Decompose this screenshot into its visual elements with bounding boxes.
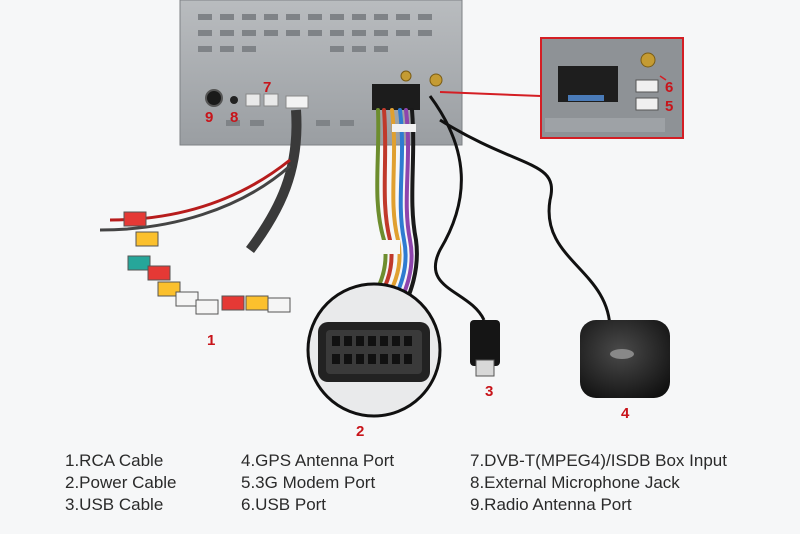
callout-8: 8 (230, 109, 239, 126)
legend-item-power-cable: 2.Power Cable (65, 473, 177, 492)
callout-1: 1 (207, 332, 216, 349)
legend-item-dvb-input: 7.DVB-T(MPEG4)/ISDB Box Input (470, 451, 727, 470)
legend-item-gps-antenna-port: 4.GPS Antenna Port (241, 451, 395, 470)
callout-4: 4 (621, 405, 630, 422)
legend-item-usb-cable: 3.USB Cable (65, 495, 164, 514)
legend-column-2: 4.GPS Antenna Port 5.3G Modem Port 6.USB… (241, 450, 394, 516)
callout-5: 5 (665, 98, 674, 115)
callout-3: 3 (485, 383, 494, 400)
gps-antenna (439, 118, 670, 398)
legend-item-radio-antenna-port: 9.Radio Antenna Port (470, 495, 632, 514)
callout-6: 6 (665, 79, 674, 96)
legend-item-3g-modem-port: 5.3G Modem Port (241, 473, 376, 492)
head-unit-chassis (179, 0, 463, 146)
radio-antenna-port (205, 89, 223, 107)
legend-item-microphone-jack: 8.External Microphone Jack (470, 473, 680, 492)
callout-9: 9 (205, 109, 214, 126)
legend-item-usb-port: 6.USB Port (241, 495, 327, 514)
usb-cable (428, 95, 500, 377)
power-connector-closeup (306, 282, 442, 418)
legend-item-rca-cable: 1.RCA Cable (65, 451, 164, 470)
ports-closeup-inset (540, 37, 684, 139)
dvb-input-connector (245, 93, 261, 107)
callout-7: 7 (263, 79, 272, 96)
legend-column-1: 1.RCA Cable 2.Power Cable 3.USB Cable (65, 450, 177, 516)
callout-leader-6 (659, 75, 667, 81)
callout-2: 2 (356, 423, 365, 440)
microphone-jack (230, 96, 238, 104)
legend-column-3: 7.DVB-T(MPEG4)/ISDB Box Input 8.External… (470, 450, 727, 516)
rca-cable-bundle (99, 109, 302, 315)
